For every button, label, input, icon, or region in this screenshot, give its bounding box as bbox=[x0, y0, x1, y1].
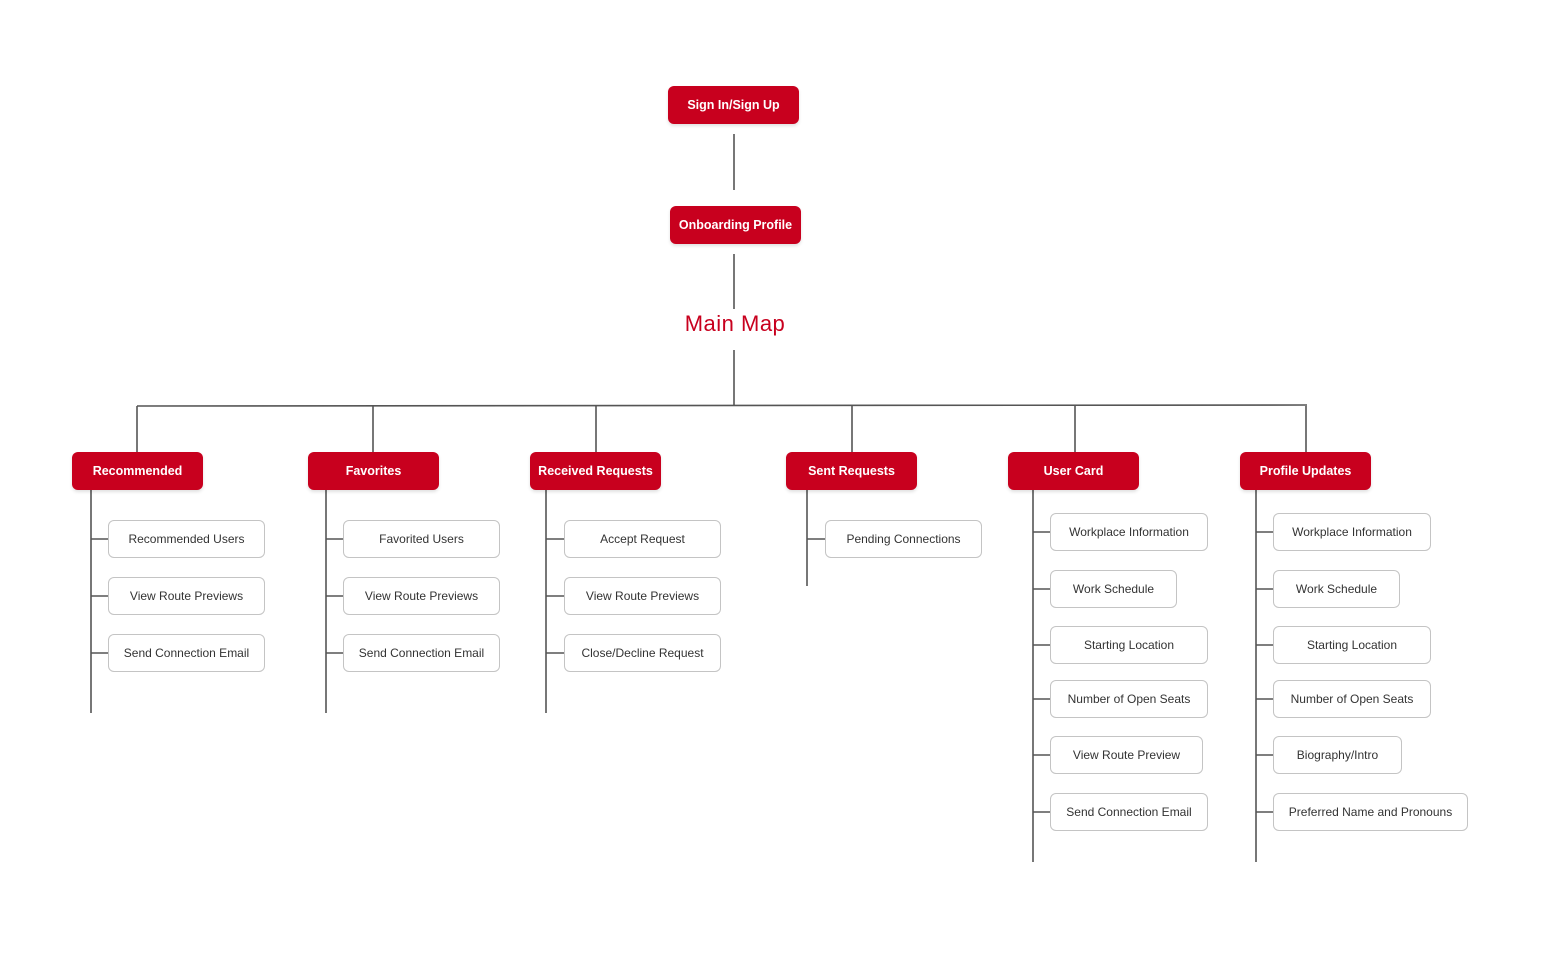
child-profile-updates-5[interactable]: Biography/Intro bbox=[1273, 736, 1402, 774]
node-onboarding-profile[interactable]: Onboarding Profile bbox=[670, 206, 801, 244]
child-profile-updates-6[interactable]: Preferred Name and Pronouns bbox=[1273, 793, 1468, 831]
child-user-card-2[interactable]: Work Schedule bbox=[1050, 570, 1177, 608]
connector-horizontal-bus bbox=[136, 404, 1308, 407]
category-sent-requests[interactable]: Sent Requests bbox=[786, 452, 917, 490]
category-received-requests[interactable]: Received Requests bbox=[530, 452, 661, 490]
child-sent-requests-1[interactable]: Pending Connections bbox=[825, 520, 982, 558]
child-received-requests-3[interactable]: Close/Decline Request bbox=[564, 634, 721, 672]
child-user-card-1[interactable]: Workplace Information bbox=[1050, 513, 1208, 551]
child-recommended-3[interactable]: Send Connection Email bbox=[108, 634, 265, 672]
child-favorites-2[interactable]: View Route Previews bbox=[343, 577, 500, 615]
main-map-title: Main Map bbox=[684, 311, 786, 336]
child-profile-updates-3[interactable]: Starting Location bbox=[1273, 626, 1431, 664]
child-favorites-1[interactable]: Favorited Users bbox=[343, 520, 500, 558]
child-user-card-3[interactable]: Starting Location bbox=[1050, 626, 1208, 664]
child-profile-updates-2[interactable]: Work Schedule bbox=[1273, 570, 1400, 608]
child-user-card-5[interactable]: View Route Preview bbox=[1050, 736, 1203, 774]
category-profile-updates[interactable]: Profile Updates bbox=[1240, 452, 1371, 490]
child-favorites-3[interactable]: Send Connection Email bbox=[343, 634, 500, 672]
child-received-requests-2[interactable]: View Route Previews bbox=[564, 577, 721, 615]
category-favorites[interactable]: Favorites bbox=[308, 452, 439, 490]
category-user-card[interactable]: User Card bbox=[1008, 452, 1139, 490]
child-user-card-4[interactable]: Number of Open Seats bbox=[1050, 680, 1208, 718]
child-recommended-1[interactable]: Recommended Users bbox=[108, 520, 265, 558]
child-recommended-2[interactable]: View Route Previews bbox=[108, 577, 265, 615]
category-recommended[interactable]: Recommended bbox=[72, 452, 203, 490]
child-profile-updates-1[interactable]: Workplace Information bbox=[1273, 513, 1431, 551]
child-profile-updates-4[interactable]: Number of Open Seats bbox=[1273, 680, 1431, 718]
node-sign-in-sign-up[interactable]: Sign In/Sign Up bbox=[668, 86, 799, 124]
child-received-requests-1[interactable]: Accept Request bbox=[564, 520, 721, 558]
child-user-card-6[interactable]: Send Connection Email bbox=[1050, 793, 1208, 831]
